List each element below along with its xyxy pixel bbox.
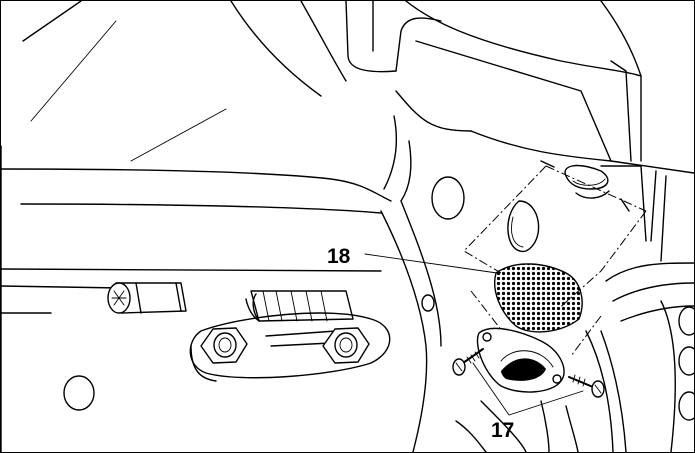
- bracket-with-nuts: [189, 290, 391, 382]
- bolt-sleeve: [107, 282, 187, 314]
- callout-18: 18: [327, 245, 351, 268]
- callout-17: 17: [491, 419, 514, 442]
- leader-lines: [364, 253, 584, 416]
- screw-right: [568, 374, 605, 398]
- cover-plate-part-17: [476, 327, 565, 393]
- screw-left: [452, 348, 484, 376]
- mesh-screen-part-18: [494, 263, 583, 333]
